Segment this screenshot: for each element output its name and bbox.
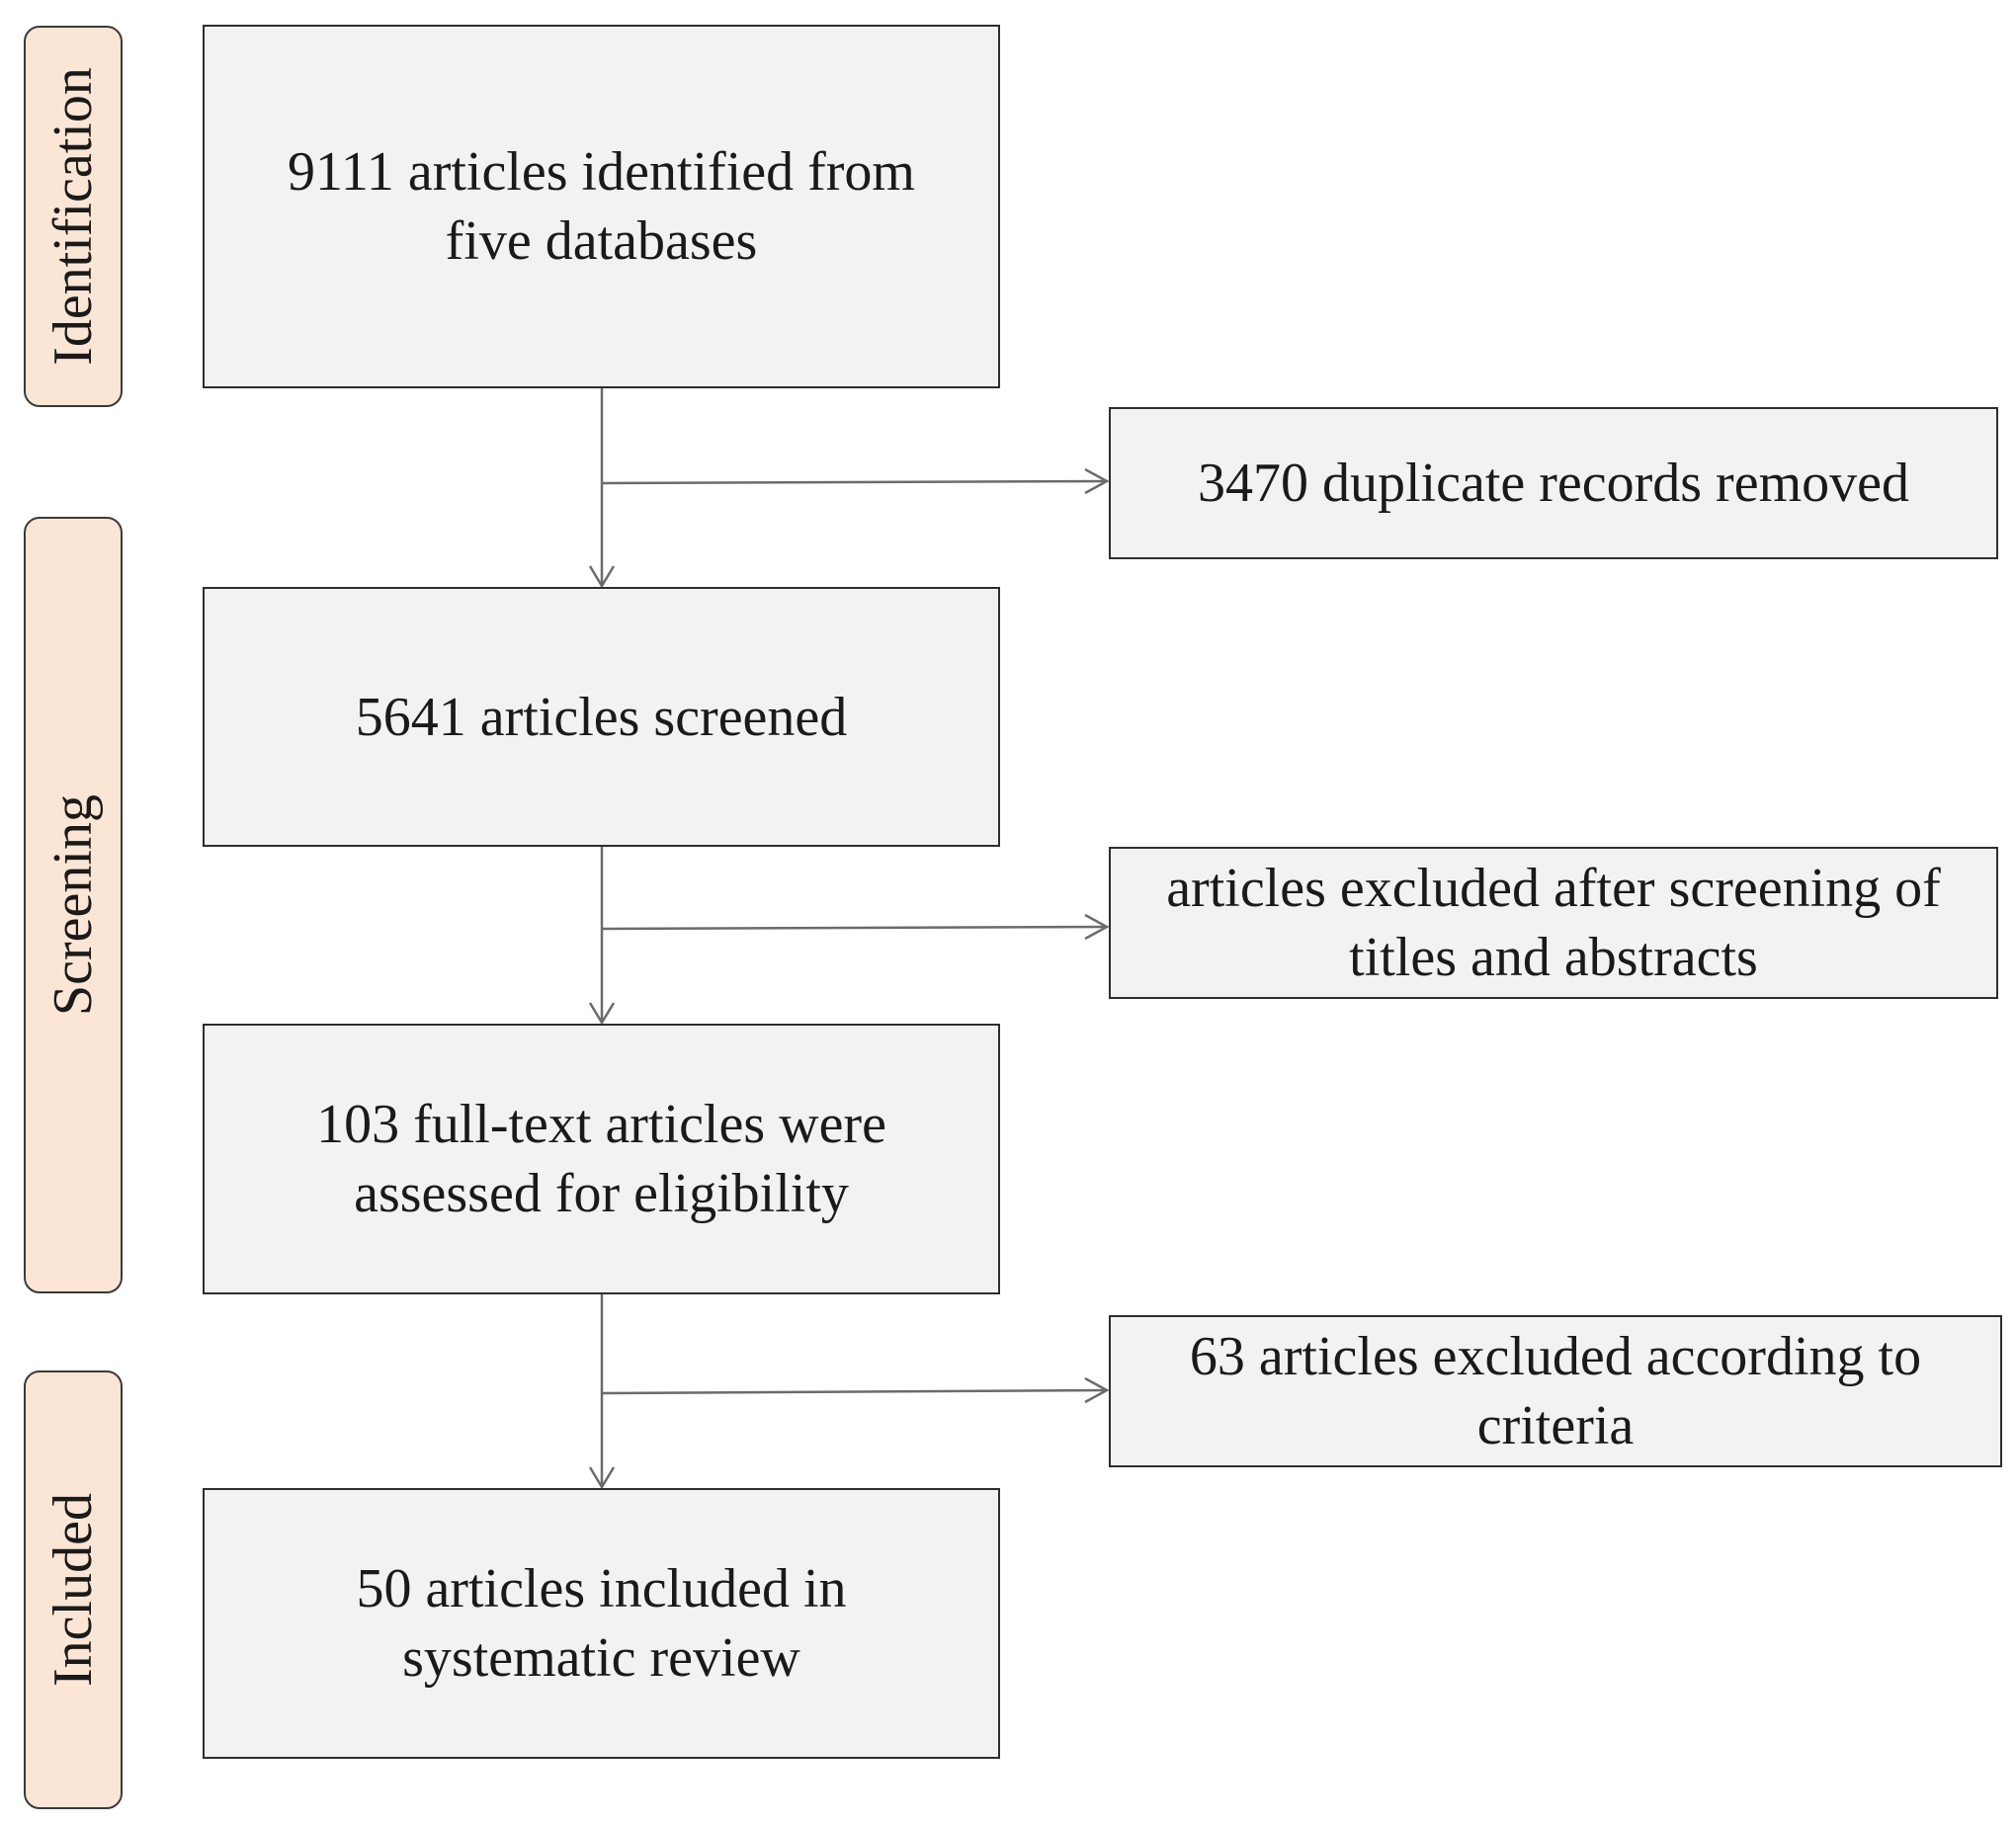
box-duplicates-removed: 3470 duplicate records removed [1109,407,1998,559]
connector-duplicates [601,479,1108,485]
arrowhead-excluded-screening [1084,913,1110,941]
box-excluded-screening-text: articles excluded after screening of tit… [1166,858,1941,988]
arrowhead-assessed [588,1002,616,1026]
box-included-text: 50 articles included in systematic revie… [356,1558,847,1689]
box-excluded-criteria-text: 63 articles excluded according to criter… [1189,1326,1922,1456]
connector-excluded-criteria [601,1388,1108,1395]
arrowhead-screened [588,565,616,589]
box-screened: 5641 articles screened [203,587,1000,847]
arrowhead-duplicates [1084,467,1110,495]
stage-identification-label: Identification [42,67,104,366]
box-excluded-criteria: 63 articles excluded according to criter… [1109,1315,2002,1467]
box-screened-text: 5641 articles screened [355,686,848,748]
box-identified-text: 9111 articles identified from five datab… [288,141,915,272]
box-duplicates-removed-text: 3470 duplicate records removed [1198,453,1909,514]
arrowhead-included [588,1466,616,1490]
box-assessed-text: 103 full-text articles were assessed for… [316,1094,886,1224]
box-excluded-screening: articles excluded after screening of tit… [1109,847,1998,999]
stage-identification: Identification [24,26,123,407]
arrowhead-excluded-criteria [1084,1376,1110,1404]
stage-screening-label: Screening [42,794,105,1016]
box-assessed: 103 full-text articles were assessed for… [203,1024,1000,1294]
box-identified: 9111 articles identified from five datab… [203,25,1000,388]
stage-included-label: Included [42,1493,105,1687]
stage-included: Included [24,1370,123,1809]
box-included: 50 articles included in systematic revie… [203,1488,1000,1759]
connector-excluded-screening [601,925,1108,931]
stage-screening: Screening [24,517,123,1293]
